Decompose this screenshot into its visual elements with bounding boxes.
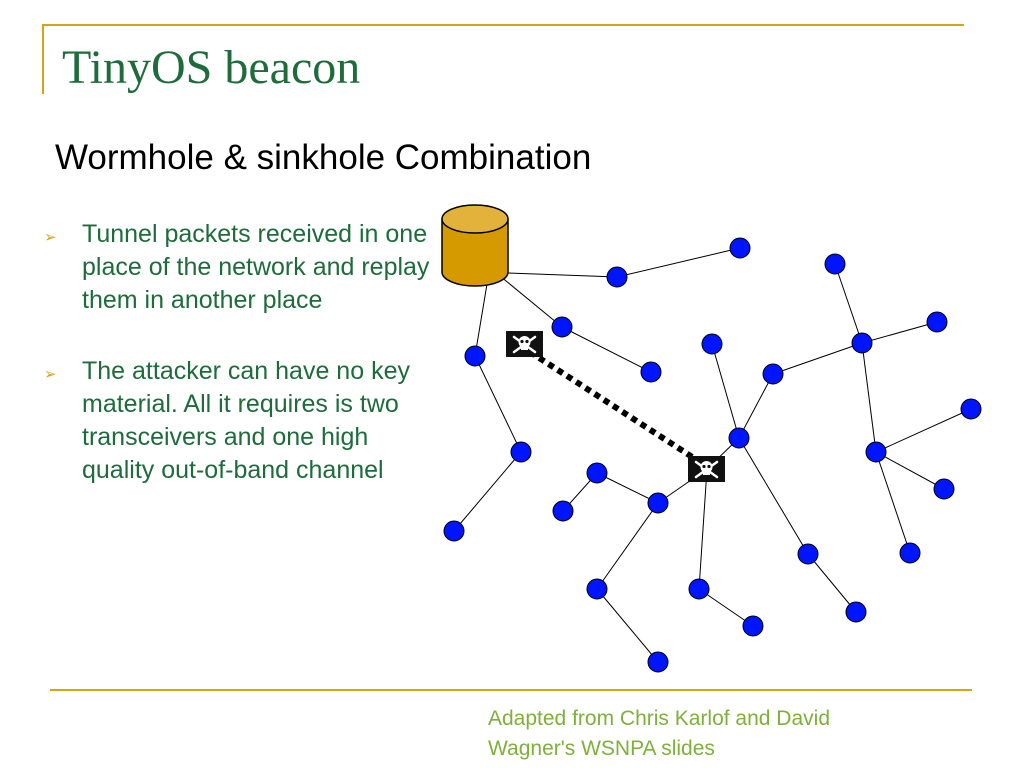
- bottom-rule: [50, 689, 972, 691]
- bullet-item: ➢ Tunnel packets received in one place o…: [44, 218, 434, 317]
- sensor-node: [865, 441, 887, 463]
- link: [596, 588, 659, 663]
- credit-line: Wagner's WSNPA slides: [488, 737, 715, 760]
- sensor-node: [606, 266, 628, 288]
- sensor-node: [443, 520, 465, 542]
- sensor-node: [899, 542, 921, 564]
- slide-subtitle: Wormhole & sinkhole Combination: [55, 138, 592, 177]
- sensor-node: [510, 441, 532, 463]
- left-rule: [42, 24, 44, 94]
- sensor-node: [551, 316, 573, 338]
- credit-line: Adapted from Chris Karlof and David: [488, 707, 830, 730]
- link: [698, 588, 754, 627]
- sensor-node: [586, 462, 608, 484]
- arrow-bullet-icon: ➢: [44, 229, 57, 246]
- link: [875, 451, 945, 490]
- sensor-node: [729, 237, 751, 259]
- top-rule: [44, 24, 964, 26]
- sensor-node: [926, 311, 948, 333]
- sensor-node: [845, 601, 867, 623]
- sensor-node: [797, 543, 819, 565]
- link: [834, 263, 863, 344]
- sensor-node: [960, 398, 982, 420]
- sensor-node: [933, 478, 955, 500]
- bullet-text: The attacker can have no key material. A…: [82, 357, 410, 484]
- link: [453, 451, 522, 532]
- source-credit: Adapted from Chris Karlof and David Wagn…: [488, 704, 928, 764]
- network-links: [453, 247, 972, 663]
- sensor-node: [728, 427, 750, 449]
- link: [499, 275, 563, 328]
- skull-crossbones-icon: [506, 331, 543, 357]
- link: [772, 342, 863, 375]
- link: [596, 502, 659, 590]
- database-cylinder-icon: [441, 204, 509, 287]
- sensor-node: [647, 492, 669, 514]
- sensor-node: [688, 578, 710, 600]
- bullet-text: Tunnel packets received in one place of …: [82, 220, 430, 314]
- link: [861, 342, 877, 453]
- sensor-nodes: [443, 237, 982, 673]
- link: [807, 553, 857, 613]
- sensor-node: [640, 361, 662, 383]
- link: [861, 321, 938, 344]
- bullet-item: ➢ The attacker can have no key material.…: [44, 355, 434, 487]
- network-diagram: [441, 204, 982, 673]
- sensor-node: [552, 500, 574, 522]
- slide-title: TinyOS beacon: [62, 41, 361, 94]
- sensor-node: [762, 363, 784, 385]
- sensor-node: [464, 345, 486, 367]
- wormhole-tunnel: [528, 349, 702, 465]
- link: [616, 247, 741, 278]
- link: [474, 355, 522, 453]
- skull-crossbones-icon: [688, 456, 725, 482]
- link: [507, 272, 618, 278]
- sensor-node: [647, 651, 669, 673]
- link: [738, 437, 809, 555]
- sensor-node: [851, 332, 873, 354]
- link: [738, 373, 774, 439]
- sensor-node: [742, 615, 764, 637]
- sensor-node: [824, 253, 846, 275]
- link: [474, 283, 488, 357]
- link: [711, 343, 740, 439]
- link: [875, 408, 972, 453]
- link: [596, 472, 659, 504]
- sensor-node: [701, 333, 723, 355]
- sensor-node: [586, 578, 608, 600]
- bullet-list: ➢ Tunnel packets received in one place o…: [44, 218, 434, 525]
- arrow-bullet-icon: ➢: [44, 366, 57, 383]
- link: [875, 451, 911, 554]
- link: [561, 326, 652, 373]
- link: [698, 468, 708, 590]
